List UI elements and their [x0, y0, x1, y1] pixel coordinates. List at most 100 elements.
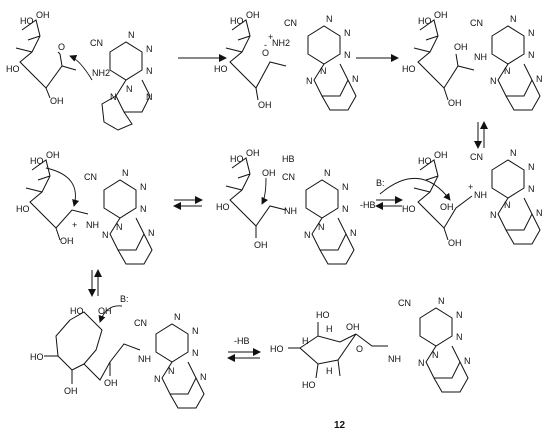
atom-label: O: [356, 344, 363, 354]
atom-label: N: [344, 28, 351, 38]
intermediate-4: HO OH HO OH NH CN N N N N N N +: [16, 150, 155, 265]
atom-label: HO: [70, 306, 84, 316]
atom-label: N: [350, 228, 357, 238]
bond-line: [491, 159, 525, 199]
bond-line: [19, 19, 77, 89]
atom-label: HO: [30, 352, 44, 362]
atom-label: O: [262, 48, 269, 58]
atom-label: N: [116, 222, 123, 232]
intermediate-3: HO OH HO OH OH NH CN N N N N N N: [402, 10, 543, 111]
atom-label: CN: [134, 318, 147, 328]
bond-line: [288, 322, 388, 379]
bond-line: [433, 361, 469, 393]
atom-label: OH: [246, 10, 260, 20]
atom-label: NH: [86, 220, 99, 230]
bond-line: [15, 35, 63, 99]
atom-label: NH: [388, 354, 401, 364]
atom-label: OH: [454, 42, 468, 52]
atom-label: N: [528, 50, 535, 60]
atom-label: CN: [284, 18, 297, 28]
acid-loss-label-2: -HB: [234, 336, 250, 346]
bond-line: [109, 217, 145, 251]
atom-label: N: [510, 148, 517, 158]
atom-label: OH: [64, 386, 78, 396]
atom-label: N: [324, 168, 331, 178]
bond-line: [425, 345, 461, 379]
atom-label: +: [468, 182, 473, 192]
base-label: B:: [376, 178, 385, 188]
curved-arrow: [45, 167, 80, 207]
atom-label: N: [306, 76, 313, 86]
atom-label: N: [174, 312, 181, 322]
atom-label: N: [456, 332, 463, 342]
atom-label: N: [510, 14, 517, 24]
atom-label: HO: [30, 156, 44, 166]
bond-line: [313, 63, 349, 97]
atom-label: CN: [470, 18, 483, 28]
atom-label: N: [342, 182, 349, 192]
bond-line: [109, 41, 143, 81]
compound-number: 12: [334, 420, 346, 431]
atom-label: +: [268, 32, 273, 42]
atom-label: N: [192, 326, 199, 336]
atom-label: OH: [262, 168, 276, 178]
atom-label: HO: [6, 64, 20, 74]
atom-label: N: [490, 210, 497, 220]
atom-label: N: [102, 230, 109, 240]
atom-label: N: [140, 182, 147, 192]
bond-line: [101, 95, 133, 131]
atom-label: NH: [474, 52, 487, 62]
atom-label: OH: [448, 98, 462, 108]
atom-label: N: [528, 28, 535, 38]
atom-label: N: [318, 222, 325, 232]
atom-label: N: [344, 50, 351, 60]
atom-label: OH: [246, 148, 260, 158]
atom-label: CN: [398, 298, 411, 308]
equilibrium-7-12: -HB: [227, 336, 261, 362]
bond-line: [25, 175, 61, 241]
atom-label: +: [72, 220, 77, 230]
atom-label: N: [536, 74, 543, 84]
atom-label: NH: [284, 206, 297, 216]
atom-label: H: [302, 336, 309, 346]
atom-label: N: [418, 358, 425, 368]
bond-line: [321, 79, 357, 111]
atom-label: HO: [230, 16, 244, 26]
atom-label: H: [326, 324, 333, 334]
bond-line: [497, 197, 533, 231]
bond-line: [413, 175, 449, 241]
atom-label: OH: [254, 240, 268, 250]
bond-line: [29, 159, 89, 229]
atom-label: N: [536, 208, 543, 218]
bond-line: [117, 233, 153, 265]
atom-label: O: [58, 42, 65, 52]
bond-line: [417, 159, 473, 229]
atom-label: N: [146, 44, 153, 54]
atom-label: HO: [402, 204, 416, 214]
atom-label: -: [264, 40, 267, 50]
atom-label: N: [122, 168, 129, 178]
bond-line: [225, 173, 257, 238]
intermediate-2: HO OH HO OH O NH2 CN N N N N N N - +: [214, 10, 359, 111]
bond-line: [69, 311, 141, 381]
atom-label: N: [154, 374, 161, 384]
intermediate-6: HO OH HO OH OH NH CN N N N N N N +: [379, 148, 543, 248]
bond-line: [229, 157, 287, 227]
atom-label: N: [140, 204, 147, 214]
atom-label: OH: [448, 238, 462, 248]
atom-label: CN: [470, 152, 483, 162]
curved-arrow: [261, 177, 269, 205]
atom-label: N: [528, 162, 535, 172]
atom-label: OH: [258, 100, 272, 110]
atom-label: HO: [418, 16, 432, 26]
atom-label: HO: [16, 204, 30, 214]
atom-label: CN: [84, 172, 97, 182]
atom-label: CN: [90, 38, 103, 48]
atom-label: N: [148, 228, 155, 238]
atom-label: OH: [98, 306, 112, 316]
equilibrium-4-5: [173, 196, 203, 210]
bond-line: [103, 179, 137, 219]
atom-label: OH: [440, 202, 454, 212]
atom-label: OH: [434, 10, 448, 20]
